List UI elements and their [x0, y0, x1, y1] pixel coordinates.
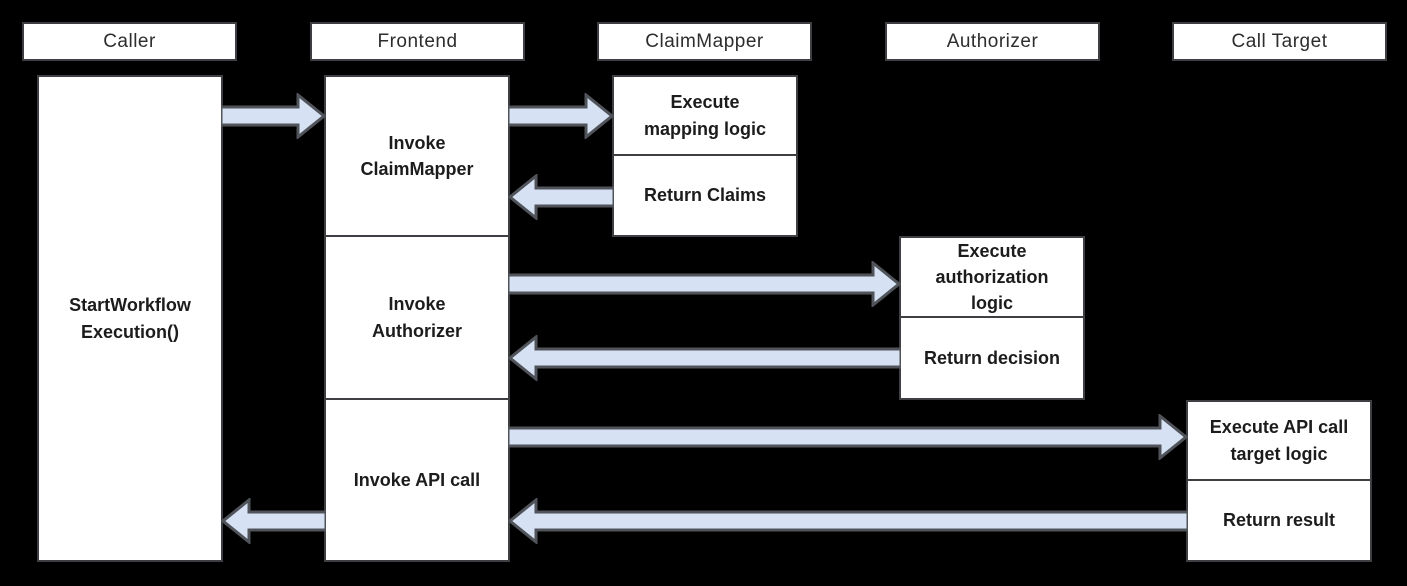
arrow-frontend-to-claimmapper — [508, 93, 614, 139]
actor-header-claimmapper: ClaimMapper — [597, 22, 812, 61]
arrow-caller-to-frontend — [221, 93, 326, 139]
arrow-claimmapper-to-frontend — [508, 174, 614, 220]
step-claimmapper-execute-mapping-logic: Execute mapping logic — [612, 75, 798, 156]
step-frontend-invoke-claimmapper: Invoke ClaimMapper — [324, 75, 510, 237]
actor-header-caller: Caller — [22, 22, 237, 61]
step-call-target-return-result: Return result — [1186, 479, 1372, 562]
arrow-authorizer-to-frontend — [508, 335, 901, 381]
arrow-frontend-to-caller — [221, 498, 326, 544]
actor-header-authorizer: Authorizer — [885, 22, 1100, 61]
actor-header-call-target: Call Target — [1172, 22, 1387, 61]
activation-caller-startworkflowexecution: StartWorkflow Execution() — [37, 75, 223, 562]
step-authorizer-execute-authorization-logic: Execute authorization logic — [899, 236, 1085, 318]
step-frontend-invoke-authorizer: Invoke Authorizer — [324, 235, 510, 400]
step-claimmapper-return-claims: Return Claims — [612, 154, 798, 237]
actor-header-frontend: Frontend — [310, 22, 525, 61]
step-call-target-execute-api-call-target-logic: Execute API call target logic — [1186, 400, 1372, 481]
step-frontend-invoke-api-call: Invoke API call — [324, 398, 510, 562]
arrow-frontend-to-authorizer — [508, 261, 901, 307]
step-authorizer-return-decision: Return decision — [899, 316, 1085, 400]
arrow-call-target-to-frontend — [508, 498, 1188, 544]
arrow-frontend-to-call-target — [508, 414, 1188, 460]
